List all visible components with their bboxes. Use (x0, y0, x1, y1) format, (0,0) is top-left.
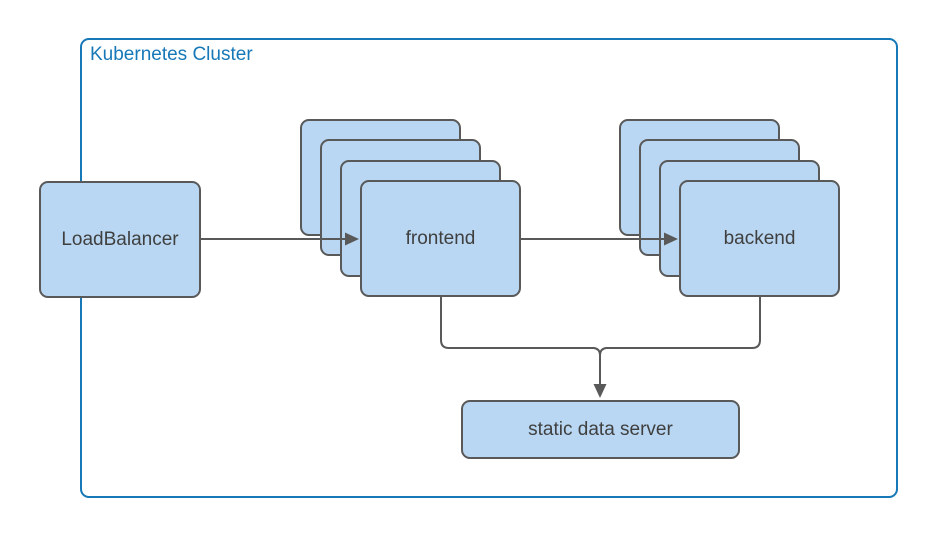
backend-node: backend (679, 180, 840, 297)
cluster-label: Kubernetes Cluster (90, 44, 253, 65)
frontend-node: frontend (360, 180, 521, 297)
static-data-server-node: static data server (461, 400, 740, 459)
backend-pod-stack: backend (619, 119, 841, 297)
frontend-pod-stack: frontend (300, 119, 522, 297)
load-balancer-node: LoadBalancer (39, 181, 201, 298)
